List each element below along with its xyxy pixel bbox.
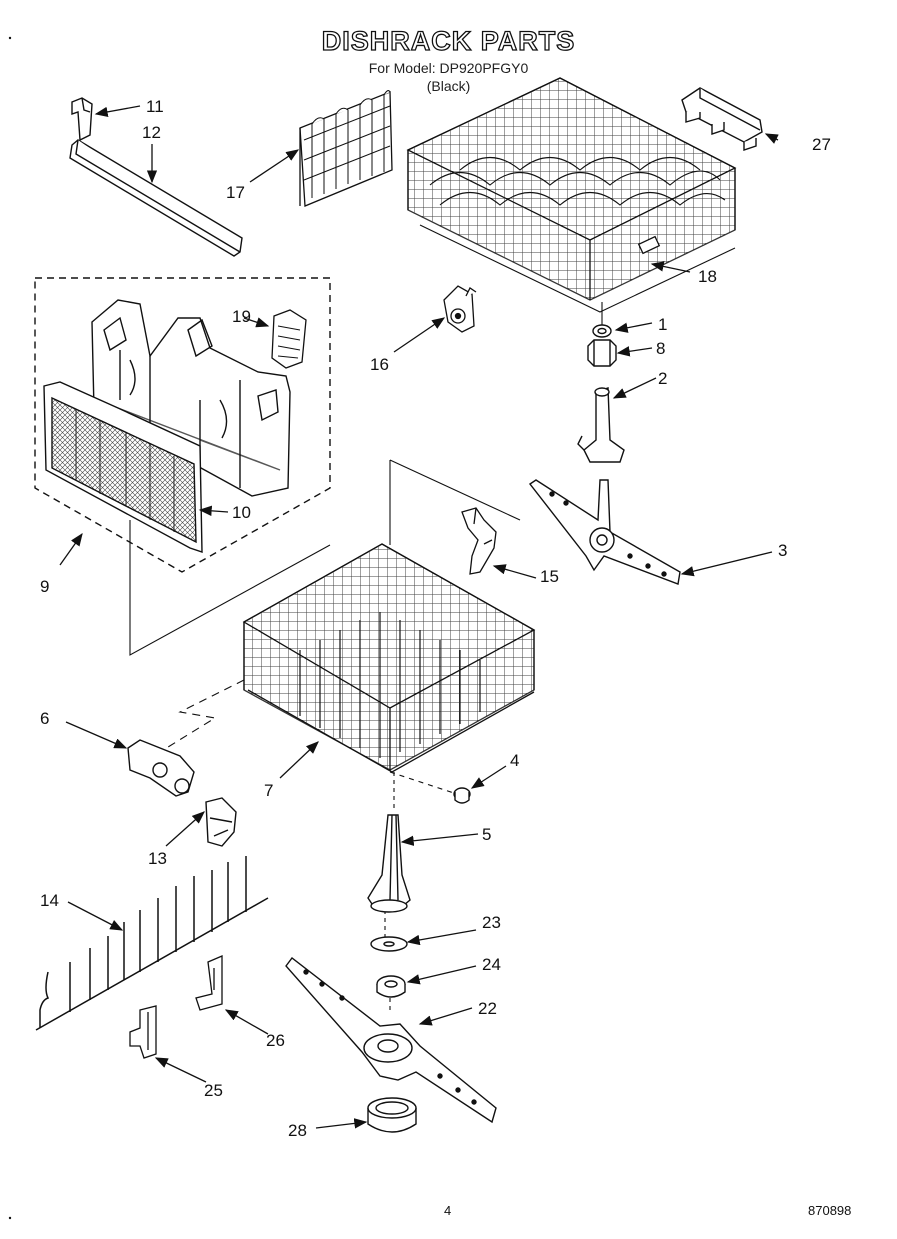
leader-arrows bbox=[59, 105, 779, 1129]
callout-9: 9 bbox=[40, 577, 49, 596]
part-9-basket-body bbox=[91, 299, 291, 497]
part-5-spray-tower bbox=[367, 814, 411, 913]
callout-28: 28 bbox=[288, 1121, 307, 1140]
part-19-basket-insert bbox=[271, 309, 307, 369]
callout-14: 14 bbox=[40, 891, 59, 910]
part-25-bracket bbox=[129, 1005, 157, 1059]
callout-8: 8 bbox=[656, 339, 665, 358]
callout-24: 24 bbox=[482, 955, 501, 974]
callout-1: 1 bbox=[658, 315, 667, 334]
callout-2: 2 bbox=[658, 369, 667, 388]
part-1-washer bbox=[592, 324, 612, 338]
part-14-tine-strip bbox=[35, 856, 269, 1031]
callout-10: 10 bbox=[232, 503, 251, 522]
part-11-clip bbox=[71, 97, 93, 142]
document-code: 870898 bbox=[808, 1203, 852, 1218]
part-27-track-clip bbox=[681, 87, 763, 151]
callout-12: 12 bbox=[142, 123, 161, 142]
part-6-roller-bracket bbox=[127, 739, 195, 797]
part-7-lower-rack bbox=[242, 543, 536, 773]
callout-19: 19 bbox=[232, 307, 251, 326]
callout-11: 11 bbox=[146, 97, 164, 116]
guide-lines bbox=[129, 302, 603, 1010]
callout-6: 6 bbox=[40, 709, 49, 728]
part-15-latch bbox=[461, 507, 497, 575]
color-line: (Black) bbox=[426, 78, 471, 94]
callout-17: 17 bbox=[226, 183, 245, 202]
part-2-manifold bbox=[577, 387, 625, 463]
callout-26: 26 bbox=[266, 1031, 285, 1050]
part-23-washer bbox=[370, 936, 408, 952]
part-9-basket-assembly-group bbox=[34, 277, 331, 573]
callout-22: 22 bbox=[478, 999, 497, 1018]
part-8-nut bbox=[587, 339, 617, 367]
callout-16: 16 bbox=[370, 355, 389, 374]
part-18-upper-rack bbox=[406, 77, 737, 313]
part-13-clip bbox=[205, 797, 237, 847]
part-10-basket-lid bbox=[43, 381, 203, 553]
callout-numbers: 1 2 3 4 5 6 7 8 9 10 11 12 13 14 15 16 1… bbox=[40, 97, 831, 1140]
model-line: For Model: DP920PFGY0 bbox=[368, 60, 529, 76]
corner-marks bbox=[8, 36, 12, 1220]
part-16-bracket bbox=[443, 285, 477, 333]
callout-13: 13 bbox=[148, 849, 167, 868]
part-12-rail bbox=[69, 139, 243, 257]
callout-4: 4 bbox=[510, 751, 519, 770]
part-3-upper-spray-arm bbox=[528, 479, 681, 585]
callout-18: 18 bbox=[698, 267, 717, 286]
callout-23: 23 bbox=[482, 913, 501, 932]
part-17-tine-row bbox=[299, 90, 393, 207]
part-24-seal bbox=[376, 975, 406, 998]
part-28-ring bbox=[367, 1097, 417, 1133]
callout-7: 7 bbox=[264, 781, 273, 800]
page-title: DISHRACK PARTS bbox=[321, 25, 576, 56]
callout-3: 3 bbox=[778, 541, 787, 560]
part-4-cap bbox=[453, 787, 471, 804]
callout-25: 25 bbox=[204, 1081, 223, 1100]
callout-5: 5 bbox=[482, 825, 491, 844]
page-number: 4 bbox=[444, 1203, 452, 1218]
part-26-bracket bbox=[195, 955, 223, 1011]
callout-15: 15 bbox=[540, 567, 559, 586]
part-22-lower-spray-arm bbox=[285, 957, 497, 1124]
callout-27: 27 bbox=[812, 135, 831, 154]
